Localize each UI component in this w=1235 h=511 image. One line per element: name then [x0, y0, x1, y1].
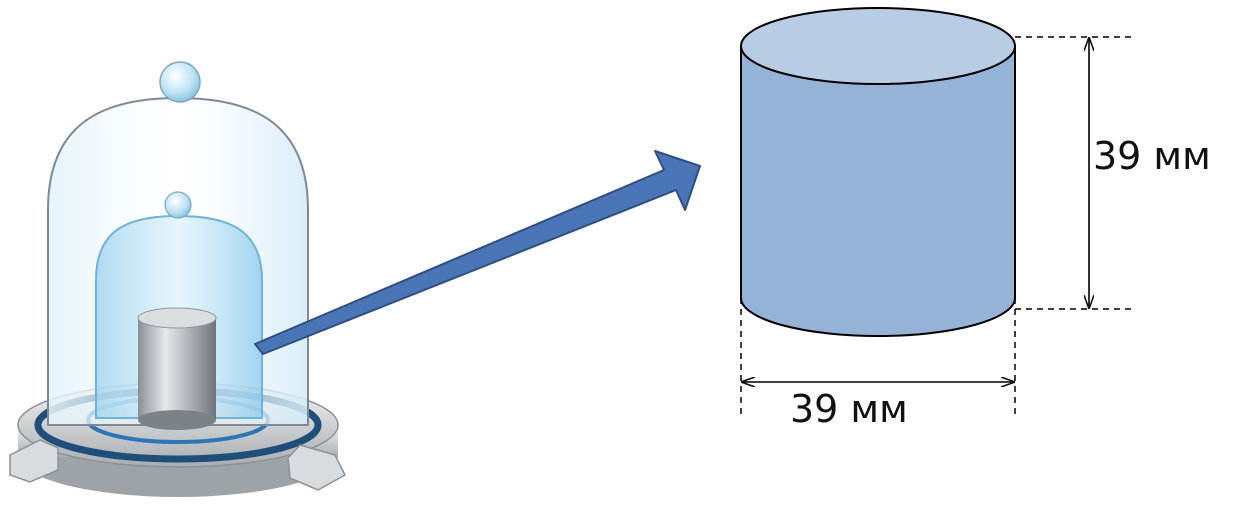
inner-jar-knob [164, 191, 192, 219]
outer-jar-knob [159, 61, 201, 103]
clamp-left [9, 439, 59, 483]
metal-cylinder [137, 307, 217, 430]
clamp-right [287, 444, 346, 491]
pointer-arrow [254, 150, 701, 355]
height-label: 39 мм [1093, 134, 1211, 178]
cylinder-body [740, 45, 1016, 337]
kilogram-prototype-illustration [9, 61, 346, 497]
cylinder-top [740, 7, 1016, 85]
cylinder-diagram: 39 мм 39 мм [740, 7, 1211, 431]
diameter-label: 39 мм [790, 387, 908, 431]
